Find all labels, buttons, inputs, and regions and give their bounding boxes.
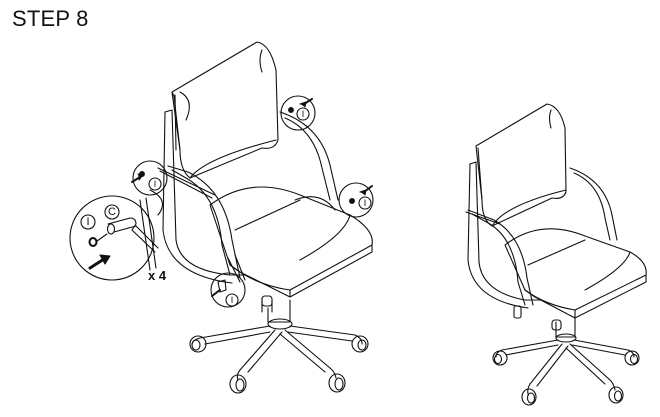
armrest-left [465, 209, 534, 306]
armrest-right [569, 167, 618, 241]
callout-right-armrest-front: I [338, 182, 374, 218]
step-title: STEP 8 [12, 6, 89, 31]
callout-part-label: I [302, 109, 305, 119]
caster [608, 386, 624, 404]
backrest-frame [164, 109, 246, 276]
callout-part-label: I [154, 179, 157, 189]
quantity-label: x 4 [148, 268, 167, 283]
sleeve-c [106, 223, 116, 235]
insert-arrow-icon [88, 257, 106, 270]
chair-assembly-in-progress: I I I I [69, 41, 374, 394]
chair-assembled [465, 103, 647, 406]
gas-lift [267, 318, 293, 330]
caster [229, 374, 247, 394]
bolt-icon [349, 198, 355, 204]
star-base [189, 325, 369, 394]
bolt-icon [288, 107, 294, 113]
seat [504, 228, 647, 319]
gas-lift [555, 333, 577, 343]
caster [521, 388, 537, 406]
callout-left-armrest-back: I [131, 160, 168, 196]
caster [189, 335, 207, 353]
armrest-right [279, 111, 339, 201]
detail-part-i-label: I [86, 216, 89, 228]
caster [624, 350, 640, 366]
callout-left-armrest-front: I [210, 272, 246, 308]
callout-part-label: I [364, 198, 367, 208]
detail-callout: I C [69, 189, 164, 281]
star-base [492, 339, 640, 406]
height-adjust-lever [261, 295, 273, 307]
seat [209, 186, 373, 298]
caster [492, 350, 508, 366]
armrest-left [157, 165, 246, 283]
caster [328, 373, 346, 393]
bolt-i [88, 237, 98, 247]
height-adjust-lever [513, 305, 522, 319]
backrest [171, 41, 279, 179]
caster [351, 335, 369, 353]
backrest [475, 103, 567, 227]
callout-right-armrest-back: I [280, 95, 316, 131]
detail-part-c-label: C [108, 206, 116, 218]
callout-part-label: I [231, 295, 234, 305]
